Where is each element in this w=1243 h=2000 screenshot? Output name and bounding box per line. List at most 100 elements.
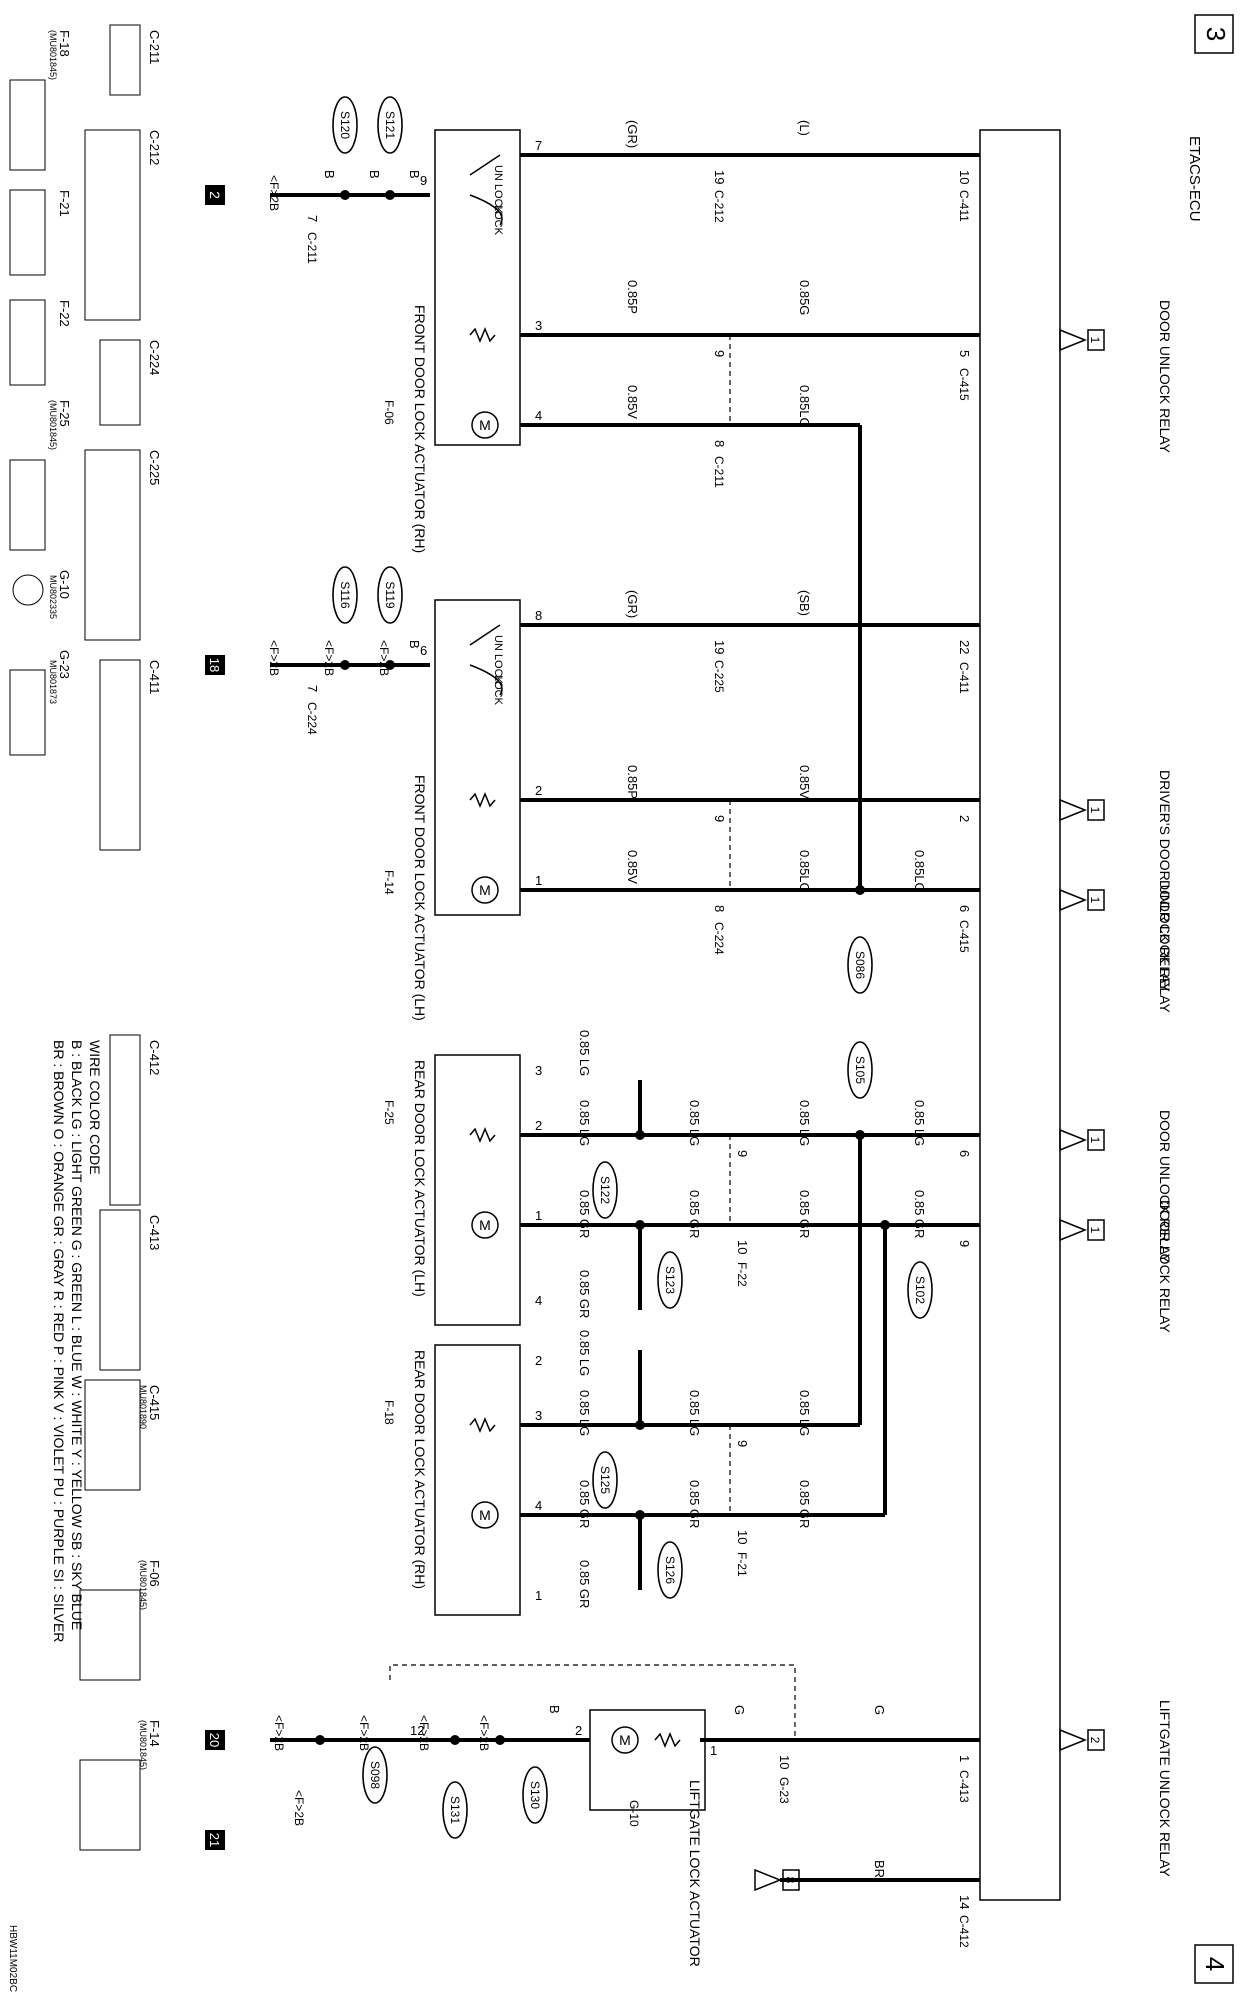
svg-text:M: M bbox=[479, 1507, 491, 1523]
splice-s122: S122 bbox=[592, 1161, 618, 1219]
svg-text:C-413: C-413 bbox=[147, 1215, 162, 1250]
svg-text:8: 8 bbox=[712, 440, 727, 447]
svg-text:B: B bbox=[407, 640, 422, 649]
svg-text:3: 3 bbox=[535, 1408, 542, 1423]
svg-text:0.85 GR: 0.85 GR bbox=[797, 1190, 812, 1238]
svg-text:18: 18 bbox=[207, 658, 222, 672]
splice-ovals: S121 S120 S119 S116 S086 S105 S122 S123 … bbox=[332, 96, 933, 1839]
legend-line-1: B : BLACK LG : LIGHT GREEN G : GREEN L :… bbox=[69, 1040, 85, 1630]
svg-text:0.85 LG: 0.85 LG bbox=[577, 1330, 592, 1376]
svg-text:7: 7 bbox=[305, 685, 320, 692]
footer-code: HBW11M02BC bbox=[7, 1925, 18, 1992]
svg-text:C-225: C-225 bbox=[712, 660, 726, 693]
svg-text:F-21: F-21 bbox=[735, 1552, 749, 1577]
svg-text:C-212: C-212 bbox=[147, 130, 162, 165]
etacs-ecu-label: ETACS-ECU bbox=[1186, 136, 1203, 222]
rear-lh-connector: F-25 bbox=[382, 1100, 396, 1125]
page-number-box-top bbox=[1194, 14, 1234, 54]
svg-text:F-06: F-06 bbox=[147, 1560, 162, 1587]
ecu-pin: 14 bbox=[957, 1895, 972, 1909]
relay-symbol: 2 bbox=[1059, 1728, 1105, 1752]
rear-lh-actuator-label: REAR DOOR LOCK ACTUATOR (LH) bbox=[412, 1060, 428, 1297]
svg-text:19: 19 bbox=[712, 640, 727, 654]
svg-text:0.85 LG: 0.85 LG bbox=[797, 1390, 812, 1436]
svg-text:1: 1 bbox=[1088, 807, 1102, 814]
svg-text:0.85V: 0.85V bbox=[625, 850, 640, 884]
splice-s131: S131 bbox=[442, 1781, 468, 1839]
svg-text:<F>2B: <F>2B bbox=[322, 640, 336, 676]
rear-rh-connector: F-18 bbox=[382, 1400, 396, 1425]
svg-text:<F>2B: <F>2B bbox=[292, 1790, 306, 1826]
switch-unlock-label: UN LOCK bbox=[492, 635, 504, 685]
svg-text:(SB): (SB) bbox=[797, 590, 812, 616]
actuator-boxes bbox=[434, 129, 706, 1811]
splice-s120: S120 bbox=[332, 96, 358, 154]
svg-text:C-411: C-411 bbox=[147, 660, 162, 694]
svg-text:20: 20 bbox=[207, 1733, 222, 1747]
svg-text:MU802335: MU802335 bbox=[48, 575, 58, 619]
svg-text:0.85 LG: 0.85 LG bbox=[577, 1030, 592, 1076]
svg-text:3: 3 bbox=[535, 318, 542, 333]
svg-text:S119: S119 bbox=[383, 581, 397, 608]
splice-s123: S123 bbox=[657, 1251, 683, 1309]
actuator-pin-labels: 7 3 4 9 8 2 1 6 3 2 1 4 2 3 4 1 1 2 12 bbox=[410, 138, 717, 1758]
svg-text:C-415: C-415 bbox=[147, 1385, 162, 1420]
svg-text:19: 19 bbox=[712, 170, 727, 184]
motor-symbols: M M M M M bbox=[471, 411, 639, 1754]
svg-text:1: 1 bbox=[1088, 1227, 1102, 1234]
svg-text:M: M bbox=[479, 1217, 491, 1233]
svg-text:C-211: C-211 bbox=[147, 30, 162, 64]
svg-text:0.85 LG: 0.85 LG bbox=[797, 1100, 812, 1146]
front-rh-actuator-label: FRONT DOOR LOCK ACTUATOR (RH) bbox=[412, 305, 428, 553]
svg-text:B: B bbox=[547, 1705, 562, 1714]
ecu-connector: C-413 bbox=[957, 1770, 971, 1803]
svg-text:0.85 LG: 0.85 LG bbox=[912, 1100, 927, 1146]
resistor-symbols bbox=[469, 327, 681, 1748]
splice-s121: S121 bbox=[377, 96, 403, 154]
ecu-pin-labels: 10 C-411 5 C-415 22 C-411 2 6 C-415 6 9 … bbox=[957, 170, 972, 1948]
splice-s086: S086 bbox=[847, 936, 873, 994]
svg-text:0.85LG: 0.85LG bbox=[912, 850, 927, 893]
svg-text:(MU801845): (MU801845) bbox=[138, 1560, 148, 1610]
svg-text:S121: S121 bbox=[383, 111, 397, 139]
front-rh-actuator-box bbox=[434, 129, 521, 446]
svg-text:C-212: C-212 bbox=[712, 190, 726, 223]
svg-text:1: 1 bbox=[1088, 897, 1102, 904]
svg-text:0.85 GR: 0.85 GR bbox=[577, 1190, 592, 1238]
svg-text:0.85 LG: 0.85 LG bbox=[577, 1390, 592, 1436]
wire-color-labels: (GR) (L) 0.85G 0.85P 0.85LG 0.85V (GR) (… bbox=[322, 120, 927, 1878]
svg-text:G: G bbox=[732, 1705, 747, 1715]
ground-badges: 2 18 20 21 bbox=[205, 185, 225, 1850]
switch-unlock-label: UN LOCK bbox=[492, 165, 504, 215]
svg-text:0.85 LG: 0.85 LG bbox=[687, 1390, 702, 1436]
svg-text:0.85V: 0.85V bbox=[797, 765, 812, 799]
svg-text:0.85 GR: 0.85 GR bbox=[912, 1190, 927, 1238]
svg-text:0.85 LG: 0.85 LG bbox=[577, 1100, 592, 1146]
svg-text:1: 1 bbox=[1088, 1137, 1102, 1144]
svg-text:2: 2 bbox=[207, 191, 223, 199]
liftgate-connector: G-10 bbox=[627, 1800, 641, 1827]
splice-s102: S102 bbox=[907, 1261, 933, 1319]
svg-text:G-23: G-23 bbox=[57, 650, 72, 679]
svg-text:21: 21 bbox=[207, 1833, 222, 1847]
svg-text:C-224: C-224 bbox=[147, 340, 162, 375]
ecu-pin: 6 bbox=[957, 905, 972, 912]
svg-text:0.85 GR: 0.85 GR bbox=[577, 1270, 592, 1318]
svg-text:0.85 GR: 0.85 GR bbox=[687, 1190, 702, 1238]
etacs-ecu-box bbox=[979, 129, 1061, 1901]
svg-text:2: 2 bbox=[535, 1353, 542, 1368]
relay-door-lock-rear-label: DOOR LOCK RELAY bbox=[1157, 1200, 1173, 1333]
svg-text:<F>2B: <F>2B bbox=[267, 640, 281, 676]
splice-dots bbox=[315, 190, 890, 1745]
ecu-connector: C-411 bbox=[957, 190, 971, 222]
svg-text:10: 10 bbox=[735, 1240, 750, 1254]
relay-symbol: 1 bbox=[1059, 1128, 1105, 1152]
splice-s125: S125 bbox=[592, 1451, 618, 1509]
svg-text:0.85 LG: 0.85 LG bbox=[687, 1100, 702, 1146]
svg-text:3: 3 bbox=[535, 1063, 542, 1078]
svg-text:G: G bbox=[872, 1705, 887, 1715]
ecu-pin: 9 bbox=[957, 1240, 972, 1247]
page-number-top: 3 bbox=[1201, 27, 1231, 41]
page-number-bottom: 4 bbox=[1200, 1957, 1230, 1971]
lock-switches bbox=[469, 154, 503, 696]
